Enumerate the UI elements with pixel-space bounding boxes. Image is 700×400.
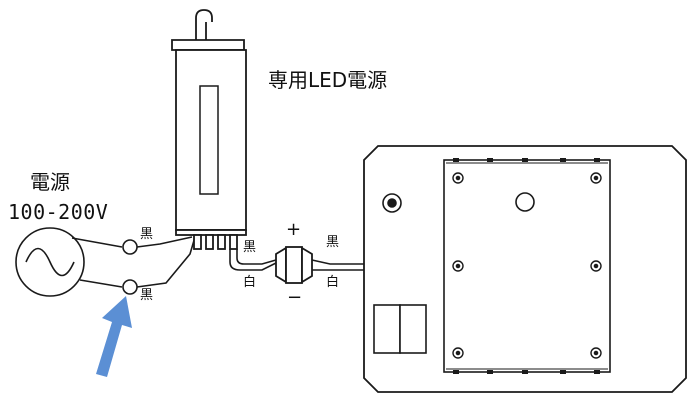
psu-input-wires xyxy=(136,236,196,288)
inline-connector xyxy=(275,246,313,284)
mains-terminal-bottom xyxy=(122,279,138,295)
mains-terminal-top xyxy=(122,239,138,255)
wire-label-panel-white: 白 xyxy=(326,275,340,290)
indicator-arrow xyxy=(96,296,132,377)
plate-tabs xyxy=(453,158,600,374)
panel-center-hole xyxy=(515,192,535,212)
panel-switch-blocks xyxy=(373,304,427,354)
connector-plus-sign: + xyxy=(286,219,302,240)
ac-source-symbol xyxy=(15,227,85,297)
wire-label-mains-top: 黒 xyxy=(140,227,154,242)
mains-label: 電源 xyxy=(30,170,70,194)
psu-output-wires xyxy=(229,249,277,271)
panel-jack xyxy=(382,193,402,213)
panel-inner-plate xyxy=(443,159,611,373)
panel-screws xyxy=(452,172,602,359)
led-power-supply xyxy=(171,9,247,250)
mains-voltage: 100-200V xyxy=(8,200,109,224)
connector-minus-sign: − xyxy=(287,287,303,308)
wire-label-panel-black: 黒 xyxy=(326,235,340,250)
wire-label-psu-black: 黒 xyxy=(243,240,257,255)
power-supply-label: 専用LED電源 xyxy=(268,68,388,92)
mains-leads xyxy=(71,237,123,288)
wire-label-mains-bottom: 黒 xyxy=(140,288,154,303)
wire-label-psu-white: 白 xyxy=(243,275,257,290)
